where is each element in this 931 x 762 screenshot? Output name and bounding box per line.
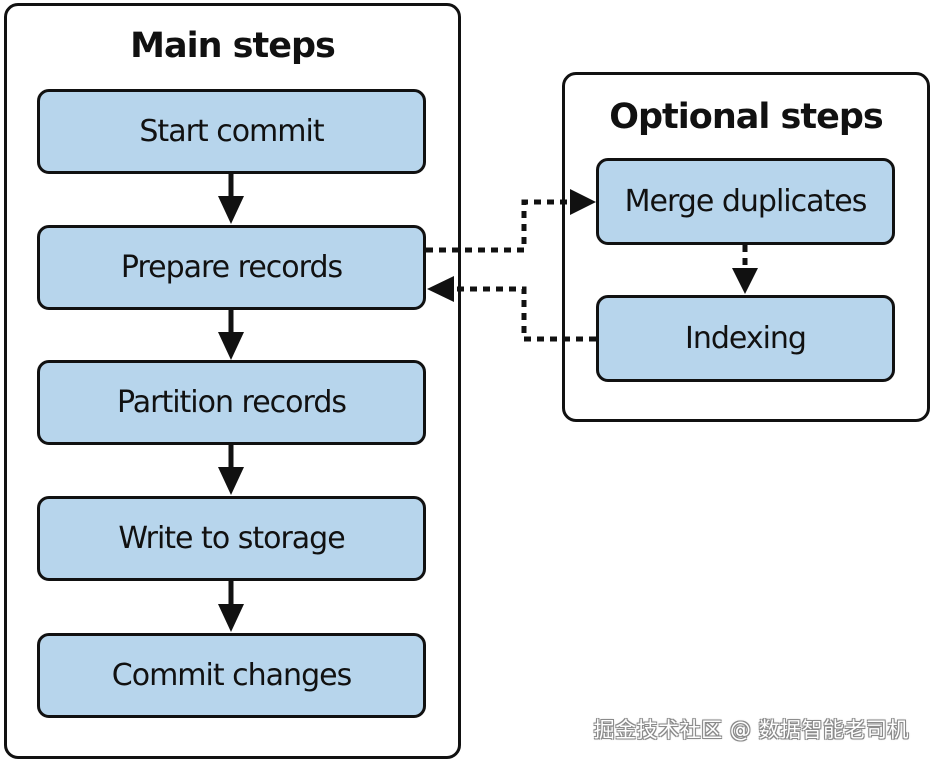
step-prepare-records: Prepare records <box>37 225 426 310</box>
step-commit-changes: Commit changes <box>37 633 426 718</box>
step-merge-duplicates: Merge duplicates <box>596 158 895 245</box>
optional-steps-title: Optional steps <box>609 97 884 137</box>
step-partition-records: Partition records <box>37 360 426 445</box>
step-indexing: Indexing <box>596 295 895 382</box>
main-steps-title: Main steps <box>130 26 336 66</box>
step-start-commit: Start commit <box>37 89 426 174</box>
step-write-to-storage: Write to storage <box>37 496 426 581</box>
watermark-text: 掘金技术社区 @ 数据智能老司机 <box>593 718 909 742</box>
